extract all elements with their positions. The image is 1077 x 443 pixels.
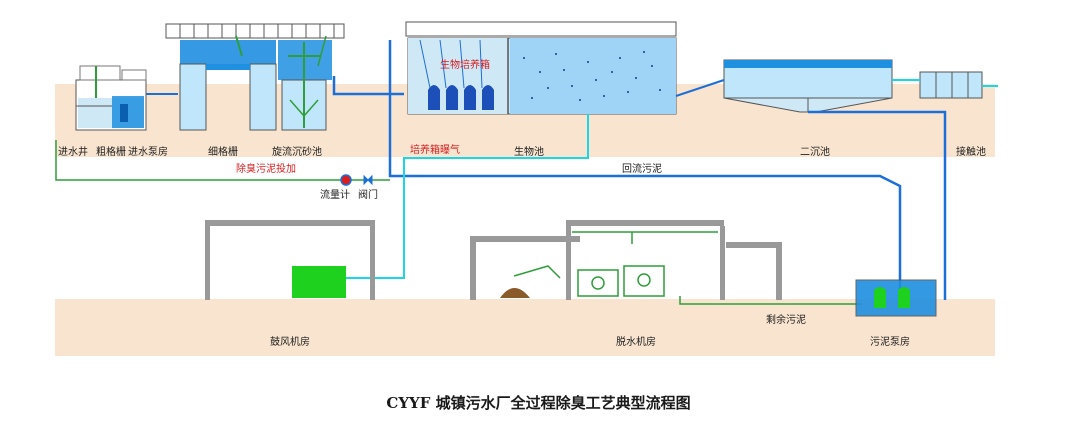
lower-ground-band: [55, 299, 995, 356]
dewatering-room: [470, 220, 782, 300]
grit-chamber-label: 旋流沉砂池: [272, 145, 322, 158]
coarse-screen-label: 粗格栅: [96, 145, 126, 158]
bio-tank-label: 生物池: [514, 145, 544, 158]
flowmeter-icon: [340, 174, 352, 186]
flowmeter-label: 流量计: [320, 188, 350, 201]
excess-sludge-label: 剩余污泥: [766, 313, 806, 326]
contact-tank: [919, 71, 983, 99]
blower-room-label: 鼓风机房: [270, 335, 310, 348]
diagram-caption: CYYF 城镇污水厂全过程除臭工艺典型流程图: [386, 394, 691, 412]
fine-screen-label: 细格栅: [208, 145, 238, 158]
blower-room: [205, 220, 375, 300]
bio-tank: 生物培养箱: [405, 21, 677, 115]
contact-tank-label: 接触池: [956, 145, 986, 158]
secondary-clarifier-label: 二沉池: [800, 145, 830, 158]
inlet-well-label: 进水井: [58, 145, 88, 158]
secondary-clarifier: [723, 59, 893, 113]
dewatering-room-label: 脱水机房: [616, 335, 656, 348]
pipes: [55, 40, 998, 305]
fine-screen: [165, 23, 345, 131]
bio-aeration-label: 培养箱曝气: [410, 143, 460, 156]
sludge-pump-room: [855, 279, 937, 317]
deodor-sludge-label: 除臭污泥投加: [236, 162, 296, 175]
bio-culture-box-label: 生物培养箱: [440, 58, 490, 71]
sludge-pump-room-label: 污泥泵房: [870, 335, 910, 348]
aeration-bubbles: [523, 51, 661, 101]
inlet-works: [75, 65, 147, 131]
valve-icon: [363, 174, 373, 186]
return-sludge-label: 回流污泥: [622, 162, 662, 175]
valve-label: 阀门: [358, 188, 378, 201]
bio-culture-units: [428, 85, 494, 110]
grit-chamber: [278, 35, 332, 131]
inlet-pump-label: 进水泵房: [128, 145, 168, 158]
